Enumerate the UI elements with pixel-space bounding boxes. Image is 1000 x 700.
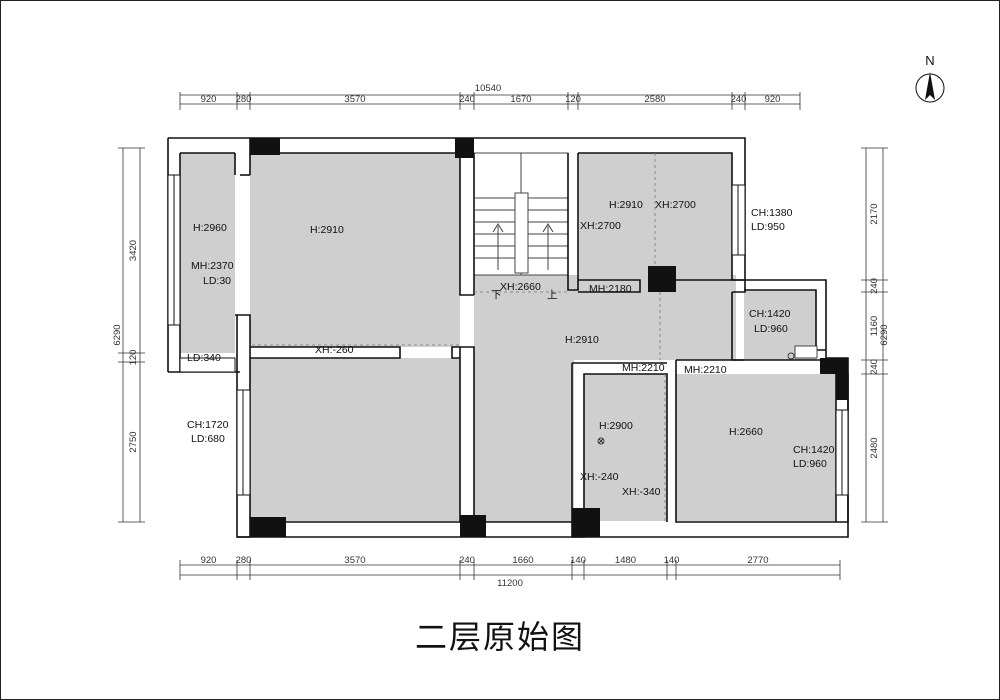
dim-top-segment: 1670 — [510, 94, 531, 105]
label-bathroom-h: H:2900 — [599, 420, 633, 432]
label-balcony-mh: MH:2370 — [191, 260, 234, 272]
label-hall-h: H:2910 — [565, 334, 599, 346]
dim-left-outer: 6290 — [112, 324, 123, 345]
label-stair-up: 上 — [547, 289, 558, 301]
dim-top-segment: 120 — [565, 94, 581, 105]
dim-top-segment: 2580 — [644, 94, 665, 105]
floor-bedroom-sw — [250, 358, 460, 521]
dim-bottom-segment: 920 — [201, 555, 217, 566]
label-mh2210a: MH:2210 — [622, 362, 665, 374]
dim-right-segment: 2480 — [869, 437, 880, 458]
column — [572, 508, 600, 537]
dim-right-segment: 240 — [869, 359, 880, 375]
beam-lines — [252, 153, 666, 521]
dim-right-segment: 2170 — [869, 203, 880, 224]
dim-bottom-segment: 140 — [570, 555, 586, 566]
floor-plan: 10540 920 280 3570 240 1670 120 2580 240 920 112… — [112, 53, 945, 589]
dim-top-total: 10540 — [475, 83, 501, 94]
column — [460, 515, 486, 537]
column — [250, 138, 280, 155]
label-bedroom-ne-h: H:2910 — [609, 199, 643, 211]
floor-bedroom-se — [676, 374, 836, 521]
dim-bottom-segment: 2770 — [747, 555, 768, 566]
columns — [250, 138, 848, 537]
dim-bottom-segment: 280 — [236, 555, 252, 566]
dim-bottom-segment: 1660 — [512, 555, 533, 566]
dimension-lines — [118, 92, 888, 580]
column — [648, 266, 676, 292]
label-ne-xh2700b: XH:2700 — [580, 220, 621, 232]
label-ch1420a: CH:1420 — [749, 308, 791, 320]
floor-balcony-west — [180, 153, 235, 353]
label-balcony-h: H:2960 — [193, 222, 227, 234]
label-stair-down: 下 — [491, 289, 502, 301]
north-arrow: N — [915, 53, 945, 103]
pipe-icon — [787, 352, 795, 360]
floor-drain-icon — [597, 437, 605, 445]
label-ld960b: LD:960 — [793, 458, 827, 470]
dim-top-segment: 240 — [459, 94, 475, 105]
dim-top-segment: 920 — [765, 94, 781, 105]
room-floors — [180, 153, 836, 522]
floor-bedroom-ne — [579, 153, 732, 280]
dim-bottom-total: 11200 — [497, 578, 523, 589]
fixtures — [597, 345, 818, 445]
label-ld950: LD:950 — [751, 221, 785, 233]
label-mh2210b: MH:2210 — [684, 364, 727, 376]
dim-left-segment: 120 — [128, 350, 139, 366]
column — [250, 517, 286, 537]
label-ch1420b: CH:1420 — [793, 444, 835, 456]
dim-left-segment: 3420 — [128, 240, 139, 261]
dim-top-segment: 280 — [236, 94, 252, 105]
label-ch1380: CH:1380 — [751, 207, 793, 219]
floor-hall-lower — [474, 340, 574, 522]
label-ch1720: CH:1720 — [187, 419, 229, 431]
label-ld680: LD:680 — [191, 433, 225, 445]
floor-bathroom — [584, 374, 667, 521]
dim-left-segment: 2750 — [128, 431, 139, 452]
dim-right-segment: 1160 — [869, 316, 880, 336]
dim-bottom-segment: 240 — [459, 555, 475, 566]
dim-right-segment: 240 — [869, 278, 880, 294]
floor-bedroom-nw — [250, 153, 460, 347]
label-xh-240: XH:-240 — [580, 471, 619, 483]
column — [455, 138, 474, 158]
label-xh2660: XH:2660 — [500, 281, 541, 293]
dim-bottom-segment: 1480 — [615, 555, 636, 566]
label-mh2180: MH:2180 — [589, 283, 632, 295]
plan-caption: 二层原始图 — [414, 618, 585, 656]
dim-top-segment: 920 — [201, 94, 217, 105]
label-bedroom-se-h: H:2660 — [729, 426, 763, 438]
label-ld340: LD:340 — [187, 352, 221, 364]
staircase — [473, 152, 569, 276]
dim-bottom-segment: 3570 — [344, 555, 365, 566]
dim-right-outer: 6290 — [879, 324, 890, 345]
room-labels: H:2960 MH:2370 LD:30 LD:340 H:2910 XH:-2… — [187, 199, 835, 498]
label-xh-260: XH:-260 — [315, 344, 354, 356]
label-bedroom-nw-h: H:2910 — [310, 224, 344, 236]
label-ne-xh2700a: XH:2700 — [655, 199, 696, 211]
north-label: N — [925, 53, 934, 68]
dim-top-segment: 240 — [731, 94, 747, 105]
windows — [167, 174, 849, 496]
column — [836, 370, 848, 400]
dim-top-segment: 3570 — [344, 94, 365, 105]
label-balcony-ld: LD:30 — [203, 275, 231, 287]
label-xh-340: XH:-340 — [622, 486, 661, 498]
dimension-texts: 10540 920 280 3570 240 1670 120 2580 240 920 112… — [112, 83, 890, 589]
dim-bottom-segment: 140 — [664, 555, 680, 566]
label-ld960a: LD:960 — [754, 323, 788, 335]
